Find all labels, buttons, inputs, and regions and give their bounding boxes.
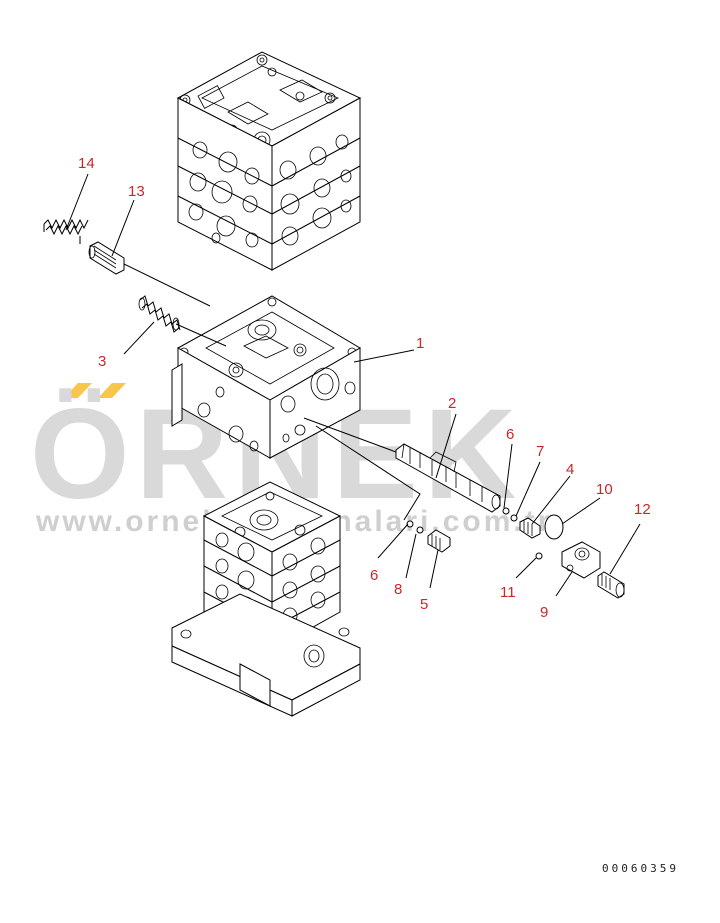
callout-label: 6: [506, 426, 514, 443]
callout-label: 7: [536, 443, 544, 460]
plug-part-5: [427, 529, 451, 553]
callout-label: 8: [394, 581, 402, 598]
valve-section-part-1: [171, 295, 361, 459]
drawing-number: 00060359: [602, 862, 679, 875]
callout-label: 4: [566, 461, 574, 478]
block-part-9: [561, 541, 601, 579]
spring-part-14: [43, 218, 89, 244]
spool-part-2: [395, 443, 501, 513]
bolt-part-12: [597, 571, 625, 599]
callout-label: 5: [420, 596, 428, 613]
watermark-accent-right: [98, 383, 126, 398]
callout-leaders: [65, 173, 641, 597]
valve-stack-bottom: [171, 481, 361, 717]
ball-part-11: [535, 552, 543, 560]
spring-part-3: [138, 295, 181, 333]
ball-part-6a: [502, 507, 510, 515]
callout-label: 6: [370, 567, 378, 584]
callout-label: 9: [540, 604, 548, 621]
assembly-centerlines: [123, 263, 421, 521]
watermark-accent-left: [64, 383, 92, 398]
callout-label: 2: [448, 395, 456, 412]
ring-part-8: [416, 526, 424, 534]
valve-stack-top: [176, 51, 362, 271]
callout-label: 1: [416, 335, 424, 352]
callout-label: 10: [596, 481, 613, 498]
callout-label: 12: [634, 501, 651, 518]
plug-part-13: [88, 241, 125, 275]
callout-labels: 1 2 3 4 5 6 6 7 8 9 10 11 12 13 14: [78, 155, 651, 621]
callout-label: 13: [128, 183, 145, 200]
callout-label: 14: [78, 155, 95, 172]
callout-label: 11: [500, 584, 516, 601]
plug-part-4: [519, 517, 541, 539]
ball-part-6b: [406, 520, 414, 528]
ring-part-7: [510, 514, 518, 522]
o-ring-part-10: [544, 514, 564, 540]
callout-label: 3: [98, 353, 106, 370]
